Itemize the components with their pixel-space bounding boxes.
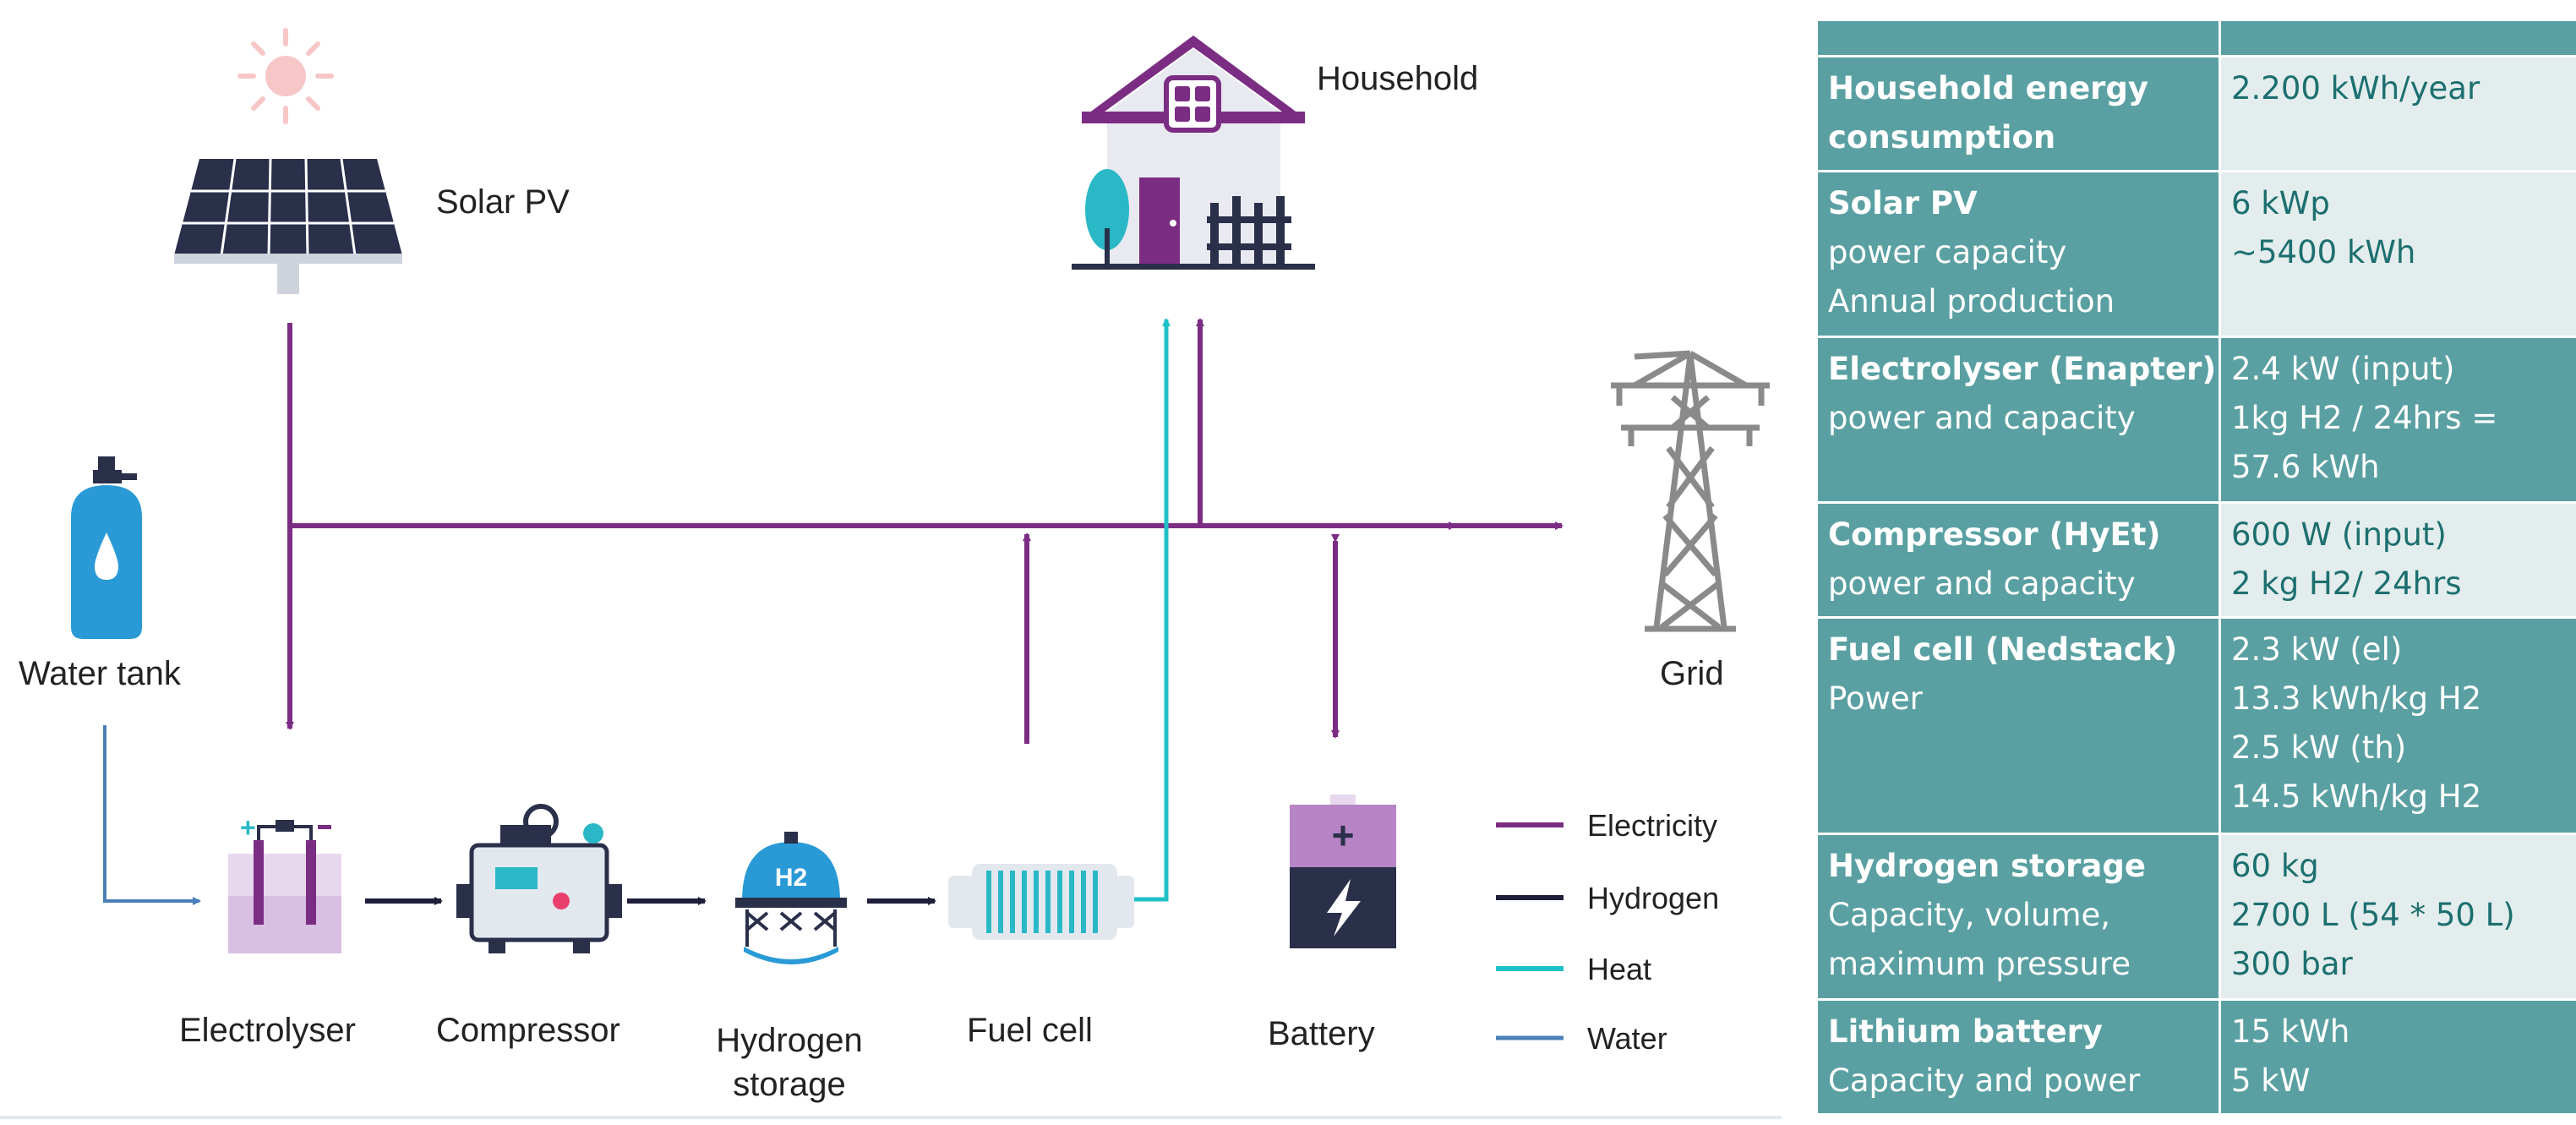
house-icon (1072, 35, 1315, 270)
hydrogen-storage-icon: H2 (735, 832, 847, 964)
row-value-cell: 60 kg 2700 L (54 * 50 L) 300 bar (2219, 833, 2576, 1002)
row-label-cell: Solar PV power capacity Annual productio… (1815, 169, 2221, 338)
grid-label: Grid (1660, 655, 1724, 692)
row-value: 60 kg (2231, 848, 2319, 885)
row-label: maximum pressure (1828, 946, 2131, 983)
row-label: consumption (1828, 119, 2056, 156)
table-row: Hydrogen storage Capacity, volume, maxim… (1815, 833, 2576, 1002)
row-value: 6 kWp (2231, 184, 2330, 221)
row-value: 14.5 kWh/kg H2 (2231, 778, 2482, 815)
row-label-cell: Lithium battery Capacity and power (1815, 998, 2221, 1116)
specifications-table: Household energy consumption 2.200 kWh/y… (1815, 19, 2576, 1116)
fuel-cell-icon (948, 864, 1134, 940)
row-value: 2.5 kW (th) (2231, 729, 2407, 766)
row-value: 2.3 kW (el) (2231, 631, 2403, 668)
legend-label: Electricity (1587, 808, 1717, 843)
energy-system-diagram: + H2 (0, 28, 1782, 1119)
table-row: Fuel cell (Nedstack) Power 2.3 kW (el) 1… (1815, 615, 2576, 836)
table-row: Household energy consumption 2.200 kWh/y… (1815, 55, 2576, 172)
battery-label: Battery (1268, 1015, 1375, 1052)
row-value-cell: 2.3 kW (el) 13.3 kWh/kg H2 2.5 kW (th) 1… (2219, 615, 2576, 836)
row-label-cell: Household energy consumption (1815, 55, 2221, 172)
row-label: Capacity and power (1828, 1062, 2141, 1100)
row-value: 600 W (input) (2231, 516, 2447, 553)
row-value: ~5400 kWh (2231, 233, 2416, 270)
row-label: Household energy (1828, 70, 2149, 106)
legend-item-water: Water (1496, 1021, 1667, 1056)
heat-line (1131, 318, 1171, 902)
water-line (103, 725, 201, 905)
row-label: Annual production (1828, 282, 2115, 319)
fuel-cell-label: Fuel cell (967, 1012, 1093, 1049)
row-value: 2.200 kWh/year (2231, 70, 2480, 106)
electricity-lines (286, 318, 1564, 744)
row-value: 300 bar (2231, 946, 2353, 983)
row-value-cell: 15 kWh 5 kW (2219, 998, 2576, 1116)
legend-item-electricity: Electricity (1496, 808, 1717, 843)
table-row: Solar PV power capacity Annual productio… (1815, 169, 2576, 338)
row-label: Electrolyser (Enapter) (1828, 350, 2217, 387)
row-value-cell: 2.200 kWh/year (2219, 55, 2576, 172)
row-label: Hydrogen storage (1828, 848, 2146, 885)
compressor-label: Compressor (436, 1012, 620, 1049)
row-value-cell: 2.4 kW (input) 1kg H2 / 24hrs = 57.6 kWh (2219, 335, 2576, 504)
legend-label: Heat (1587, 952, 1651, 986)
row-value: 1kg H2 / 24hrs = (2231, 399, 2498, 436)
row-value: 57.6 kWh (2231, 448, 2380, 485)
row-label: Solar PV (1828, 184, 1978, 221)
row-label: power and capacity (1828, 399, 2136, 436)
row-value: 2 kg H2/ 24hrs (2231, 565, 2462, 602)
row-label: power and capacity (1828, 565, 2136, 602)
table-row: Lithium battery Capacity and power 15 kW… (1815, 998, 2576, 1116)
battery-plus-label: + (1332, 813, 1355, 857)
compressor-icon (456, 804, 622, 953)
table-row: Electrolyser (Enapter) power and capacit… (1815, 335, 2576, 504)
row-label-cell: Fuel cell (Nedstack) Power (1815, 615, 2221, 836)
row-value: 13.3 kWh/kg H2 (2231, 680, 2482, 717)
household-label: Household (1317, 60, 1478, 97)
table-header-row (1815, 19, 2576, 57)
table-row: Compressor (HyEt) power and capacity 600… (1815, 500, 2576, 619)
row-label: power capacity (1828, 233, 2067, 270)
legend: Electricity Hydrogen Heat Water (1496, 808, 1719, 1056)
hydrogen-storage-label-line2: storage (733, 1066, 845, 1103)
legend-label: Hydrogen (1587, 881, 1719, 915)
legend-item-heat: Heat (1496, 952, 1651, 986)
row-value-cell: 6 kWp ~5400 kWh (2219, 169, 2576, 338)
electrolyser-icon: + (228, 812, 341, 953)
water-tank-label: Water tank (19, 655, 182, 692)
row-label-cell: Hydrogen storage Capacity, volume, maxim… (1815, 833, 2221, 1002)
legend-label: Water (1587, 1021, 1667, 1056)
battery-icon: + (1290, 795, 1396, 948)
row-label: Lithium battery (1828, 1013, 2104, 1051)
electrolyser-label: Electrolyser (179, 1012, 356, 1049)
sun-icon (237, 28, 334, 124)
solar-panel-icon (174, 158, 402, 294)
row-label: Power (1828, 680, 1923, 717)
legend-item-hydrogen: Hydrogen (1496, 881, 1719, 915)
row-label: Compressor (HyEt) (1828, 516, 2161, 553)
svg-text:+: + (240, 812, 256, 843)
grid-tower-icon (1611, 350, 1770, 632)
row-label-cell: Electrolyser (Enapter) power and capacit… (1815, 335, 2221, 504)
water-tank-icon (71, 456, 142, 639)
row-value: 2.4 kW (input) (2231, 350, 2455, 387)
hydrogen-storage-label-line1: Hydrogen (716, 1022, 862, 1059)
h2-label: H2 (775, 864, 807, 892)
row-value: 15 kWh (2231, 1013, 2350, 1051)
row-label-cell: Compressor (HyEt) power and capacity (1815, 500, 2221, 619)
row-value-cell: 600 W (input) 2 kg H2/ 24hrs (2219, 500, 2576, 619)
row-label: Capacity, volume, (1828, 897, 2111, 934)
row-label: Fuel cell (Nedstack) (1828, 631, 2178, 668)
solar-pv-label: Solar PV (436, 183, 570, 221)
row-value: 5 kW (2231, 1062, 2311, 1100)
row-value: 2700 L (54 * 50 L) (2231, 897, 2515, 934)
